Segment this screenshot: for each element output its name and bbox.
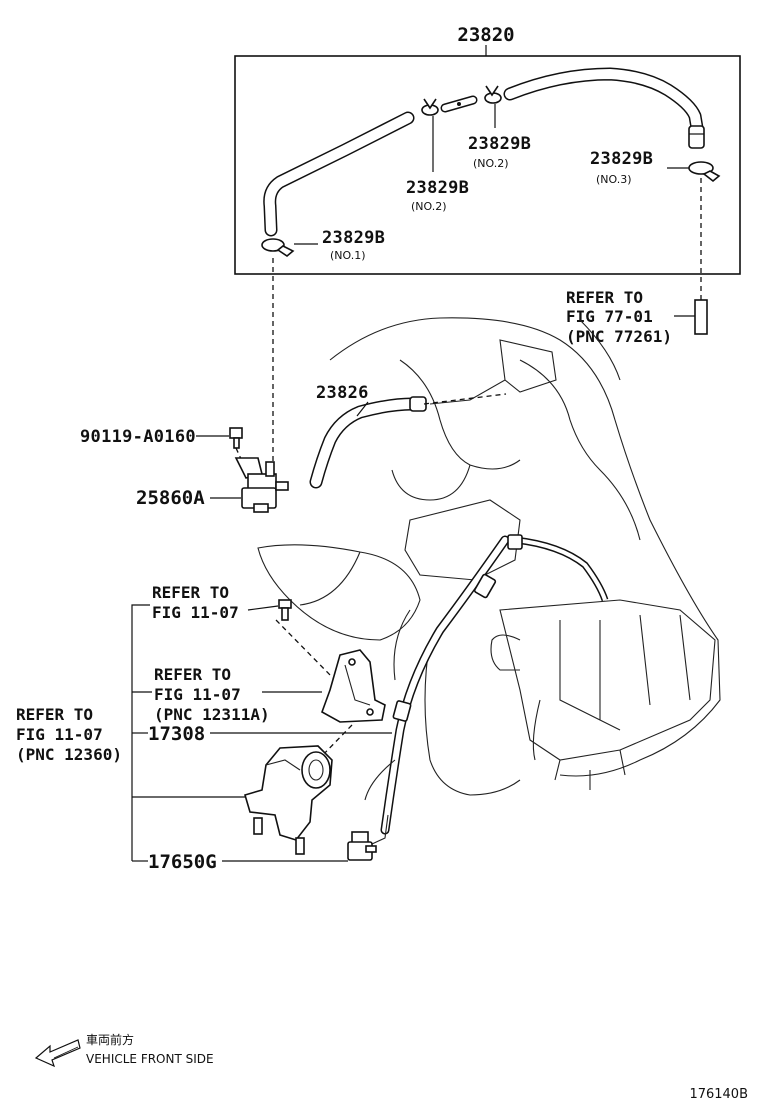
refer-77-line3[interactable]: (PNC 77261) <box>566 327 672 346</box>
refer-77-line2[interactable]: FIG 77-01 <box>566 307 653 326</box>
clip-no2-left-note: (NO.2) <box>411 200 447 213</box>
refer-11a-line1[interactable]: REFER TO <box>152 583 229 602</box>
figure-number: 176140B <box>689 1087 748 1102</box>
bolt2-part-number[interactable]: 17650G <box>148 851 217 873</box>
refer-11c-line3[interactable]: (PNC 12360) <box>16 745 122 764</box>
clip-no2-right-part-number[interactable]: 23829B <box>468 134 531 154</box>
refer-77-line1[interactable]: REFER TO <box>566 288 643 307</box>
hose-23826-part-number[interactable]: 23826 <box>316 383 369 403</box>
bolt-part-number[interactable]: 90119-A0160 <box>80 427 196 447</box>
refer-11c-line2[interactable]: FIG 11-07 <box>16 725 103 744</box>
wiring-harness <box>364 534 609 845</box>
engine-mount-bracket[interactable] <box>321 649 386 723</box>
kit-joint-pipe[interactable] <box>440 95 478 113</box>
kit-part-number[interactable]: 23820 <box>457 24 514 46</box>
dashed-line-small-bolt <box>275 619 336 681</box>
clip-no2-left-part-number[interactable]: 23829B <box>406 178 469 198</box>
bolt-icon[interactable] <box>229 427 243 449</box>
clamp-icon-no3[interactable] <box>667 161 721 183</box>
front-indicator-english: VEHICLE FRONT SIDE <box>86 1052 214 1066</box>
refer-11b-line1[interactable]: REFER TO <box>154 665 231 684</box>
vsv-valve-icon[interactable] <box>234 457 289 513</box>
clamp-no1-part-number[interactable]: 23829B <box>322 228 385 248</box>
refer-11b-line2[interactable]: FIG 11-07 <box>154 685 241 704</box>
clip-no2-right-note: (NO.2) <box>473 157 509 170</box>
pipe-stub[interactable] <box>694 299 708 335</box>
hose-23826-leader <box>356 401 369 417</box>
clamp-no1-note: (NO.1) <box>330 249 366 262</box>
refer-11b-line3[interactable]: (PNC 12311A) <box>154 705 270 724</box>
clamp-no3-part-number[interactable]: 23829B <box>590 149 653 169</box>
clamp-icon-no1[interactable] <box>261 238 318 257</box>
kit-hose-right[interactable] <box>503 67 705 149</box>
vsv-part-number[interactable]: 25860A <box>136 487 205 509</box>
clip-icon-no2-right[interactable] <box>484 85 502 128</box>
small-bolt-icon[interactable] <box>278 599 292 621</box>
refer-11a-line2[interactable]: FIG 11-07 <box>152 603 239 622</box>
hose-23826[interactable] <box>309 393 507 489</box>
clip-icon-no2-left[interactable] <box>421 98 439 172</box>
engine-mount-icon[interactable] <box>244 745 333 855</box>
refer-bracket-line <box>131 604 150 861</box>
clamp-no3-note: (NO.3) <box>596 173 632 186</box>
bracket-part-number[interactable]: 17308 <box>148 723 205 745</box>
front-indicator-japanese: 車両前方 <box>86 1032 134 1047</box>
vehicle-front-arrow-icon <box>34 1039 81 1068</box>
kit-hose-left[interactable] <box>263 111 415 237</box>
kit-box <box>234 55 741 275</box>
vsv-17650g-icon[interactable] <box>347 831 377 861</box>
refer-11c-line1[interactable]: REFER TO <box>16 705 93 724</box>
refer-11a-leader <box>247 605 279 611</box>
